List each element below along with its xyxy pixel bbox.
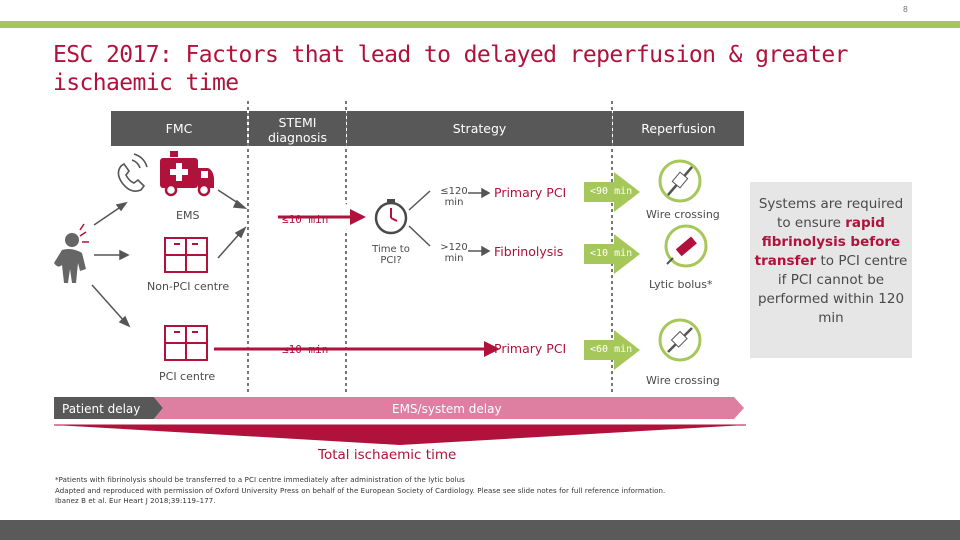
phone-icon [117, 153, 148, 192]
gt120-min-label: >120 min [440, 242, 468, 264]
systems-note-text-1: Systems are required to ensure [758, 196, 904, 231]
footnote-reference: Ibanez B et al. Eur Heart J 2018;39:119–… [55, 497, 216, 505]
hospital-icon [164, 237, 208, 273]
systems-note-box: Systems are required to ensure rapid fib… [750, 182, 912, 358]
page-number: 8 [902, 5, 908, 14]
syringe-icon [664, 224, 708, 268]
systems-note-bold: rapid fibrinolysis before transfer [754, 215, 901, 269]
ems-system-delay-label: EMS/system delay [392, 402, 502, 416]
primary-pci-label-1: Primary PCI [494, 185, 567, 200]
total-ischaemic-time-label: Total ischaemic time [318, 447, 457, 463]
ambulance-icon [160, 151, 214, 197]
non-pci-centre-label: Non-PCI centre [147, 280, 230, 293]
fibrinolysis-label: Fibrinolysis [494, 244, 564, 259]
lt90-min-label: <90 min [590, 186, 633, 197]
le120-min-label: ≤120 min [440, 186, 468, 208]
stopwatch-icon [374, 199, 408, 235]
header-strategy: Strategy [347, 111, 612, 146]
page-title: ESC 2017: Factors that lead to delayed r… [53, 42, 848, 96]
systems-note-text-2: to PCI centre if PCI cannot be performed… [757, 253, 908, 326]
le10-min-label-top: ≤10 min [282, 213, 329, 226]
lt60-min-label: <60 min [590, 344, 633, 355]
wire-crossing-label-2: Wire crossing [646, 374, 720, 387]
time-to-pci-label: Time to PCI? [372, 244, 410, 266]
le10-min-label-bottom: ≤10 min [282, 343, 329, 356]
pci-centre-label: PCI centre [159, 370, 216, 383]
header-stemi-diagnosis: STEMI diagnosis [249, 111, 346, 146]
header-fmc: FMC [111, 111, 247, 146]
lt10-min-label: <10 min [590, 248, 633, 259]
primary-pci-label-2: Primary PCI [494, 341, 567, 356]
wire-crossing-label-1: Wire crossing [646, 208, 720, 221]
header-reperfusion: Reperfusion [613, 111, 744, 146]
bottom-bar [0, 520, 960, 540]
footnote-permission: Adapted and reproduced with permission o… [55, 487, 666, 495]
ems-label: EMS [176, 209, 200, 222]
patient-chest-pain-icon [54, 223, 89, 283]
footnote-lytic: *Patients with fibrinolysis should be tr… [55, 476, 465, 484]
accent-line [0, 21, 960, 28]
wire-icon [658, 159, 702, 203]
patient-delay-label: Patient delay [62, 402, 141, 416]
lytic-bolus-label: Lytic bolus* [649, 278, 713, 291]
